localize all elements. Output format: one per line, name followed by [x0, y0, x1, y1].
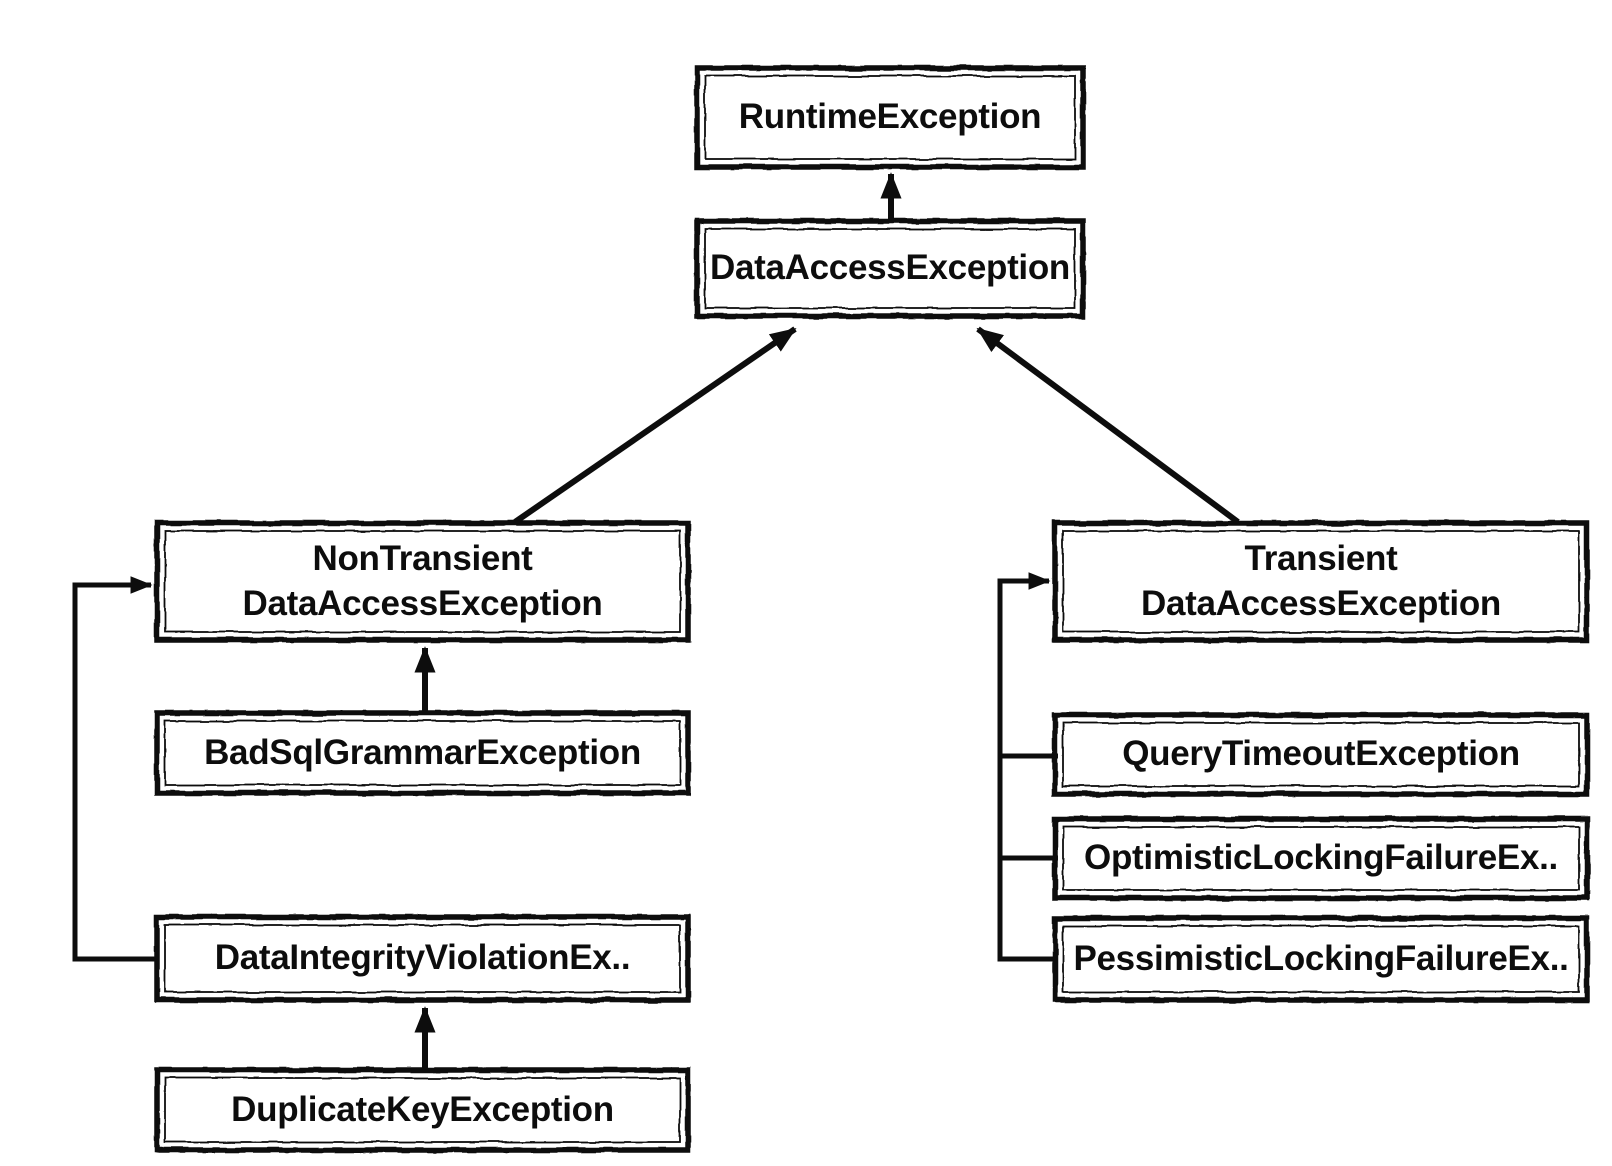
- node-frame-runtime-exception: [694, 65, 1086, 170]
- node-label: RuntimeException: [738, 97, 1042, 137]
- edge-transient-to-dataaccess: [976, 326, 1240, 525]
- edge-nontransient-to-dataaccess: [513, 326, 797, 525]
- node-label: DataIntegrityViolationEx..: [214, 938, 631, 978]
- node-pessimistic-locking-failure-exception: PessimisticLockingFailureEx..: [1055, 918, 1587, 1000]
- node-label: BadSqlGrammarException: [204, 732, 641, 772]
- edge-dataintegrity-to-nontransient: [72, 576, 159, 962]
- node-label-line2: DataAccessException: [1140, 583, 1502, 623]
- node-label: QueryTimeoutException: [1122, 734, 1520, 774]
- edge-pessimistic-to-transient: [997, 572, 1057, 962]
- node-label: PessimisticLockingFailureEx..: [1073, 938, 1569, 978]
- node-transient-data-access-exception: Transient DataAccessException: [1055, 523, 1587, 640]
- node-optimistic-locking-failure-exception: OptimisticLockingFailureEx..: [1055, 819, 1587, 898]
- node-non-transient-data-access-exception: NonTransient DataAccessException: [157, 523, 688, 640]
- node-frame-pessimistic-locking-failure-exception: [1052, 915, 1590, 1003]
- node-frame-data-integrity-violation-exception: [154, 914, 691, 1003]
- node-label-line2: DataAccessException: [242, 583, 603, 623]
- node-runtime-exception: RuntimeException: [697, 68, 1083, 167]
- node-label-line1: Transient: [1244, 539, 1398, 579]
- node-label: DataAccessException: [709, 248, 1071, 288]
- node-frame-optimistic-locking-failure-exception: [1052, 816, 1590, 901]
- node-label-line1: NonTransient: [312, 539, 533, 579]
- node-query-timeout-exception: QueryTimeoutException: [1055, 715, 1587, 794]
- node-frame-bad-sql-grammar-exception: [154, 710, 691, 796]
- node-frame-transient-data-access-exception: [1052, 520, 1590, 643]
- node-label: DuplicateKeyException: [231, 1089, 614, 1129]
- node-bad-sql-grammar-exception: BadSqlGrammarException: [157, 713, 688, 793]
- node-label: OptimisticLockingFailureEx..: [1084, 838, 1558, 878]
- node-duplicate-key-exception: DuplicateKeyException: [157, 1070, 688, 1150]
- node-data-integrity-violation-exception: DataIntegrityViolationEx..: [157, 917, 688, 1000]
- node-frame-duplicate-key-exception: [154, 1067, 691, 1153]
- node-frame-non-transient-data-access-exception: [154, 520, 691, 643]
- node-frame-data-access-exception: [694, 218, 1086, 319]
- node-data-access-exception: DataAccessException: [697, 221, 1083, 316]
